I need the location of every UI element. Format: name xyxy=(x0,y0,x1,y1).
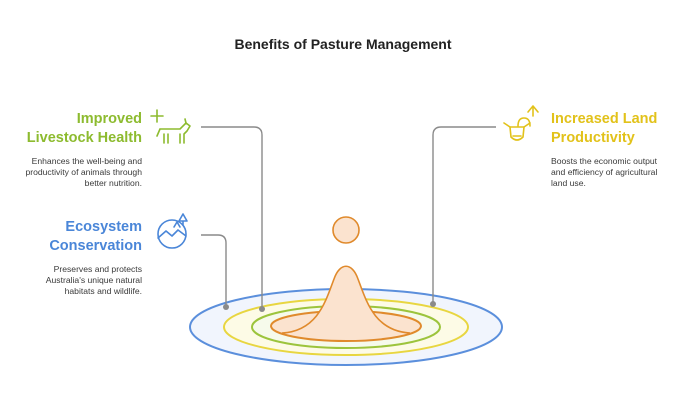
ecosystem-desc-line2: Australia's unique natural xyxy=(45,275,142,285)
livestock-desc-line2: productivity of animals through xyxy=(25,167,142,177)
livestock-desc-line1: Enhances the well-being and xyxy=(31,156,142,166)
productivity-heading-line2: Productivity xyxy=(551,130,635,146)
livestock-heading-line1: Improved xyxy=(76,111,142,127)
drop-circle xyxy=(332,216,360,244)
ecosystem-desc-line1: Preserves and protects xyxy=(53,264,142,274)
ecosystem-heading-line1: Ecosystem xyxy=(65,219,142,235)
connector-dot-ecosystem xyxy=(223,304,229,310)
productivity-description: Boosts the economic output and efficienc… xyxy=(551,156,657,189)
ecosystem-heading: Ecosystem Conservation xyxy=(49,218,142,256)
ecosystem-heading-line2: Conservation xyxy=(49,238,142,254)
connector-livestock xyxy=(201,126,263,309)
ecosystem-description: Preserves and protects Australia's uniqu… xyxy=(46,264,142,297)
productivity-heading: Increased Land Productivity xyxy=(551,110,657,148)
connector-ecosystem xyxy=(201,234,227,307)
connector-dot-productivity xyxy=(430,301,436,307)
livestock-heading-line2: Livestock Health xyxy=(26,130,142,146)
horse-plus-icon xyxy=(150,109,191,144)
ecosystem-desc-line3: habitats and wildlife. xyxy=(64,286,142,296)
connector-productivity xyxy=(432,126,496,304)
diagram-title: Benefits of Pasture Management xyxy=(234,36,452,52)
livestock-heading: Improved Livestock Health xyxy=(27,110,142,148)
cow-growth-icon xyxy=(503,105,539,141)
connector-dot-livestock xyxy=(259,306,265,312)
splash-peak xyxy=(281,265,411,334)
productivity-heading-line1: Increased Land xyxy=(551,111,658,127)
productivity-desc-line3: land use. xyxy=(551,178,586,188)
livestock-desc-line3: better nutrition. xyxy=(84,178,142,188)
productivity-desc-line2: and efficiency of agricultural xyxy=(551,167,658,177)
productivity-desc-line1: Boosts the economic output xyxy=(551,156,658,166)
forest-landscape-icon xyxy=(157,213,188,249)
livestock-description: Enhances the well-being and productivity… xyxy=(25,156,142,189)
